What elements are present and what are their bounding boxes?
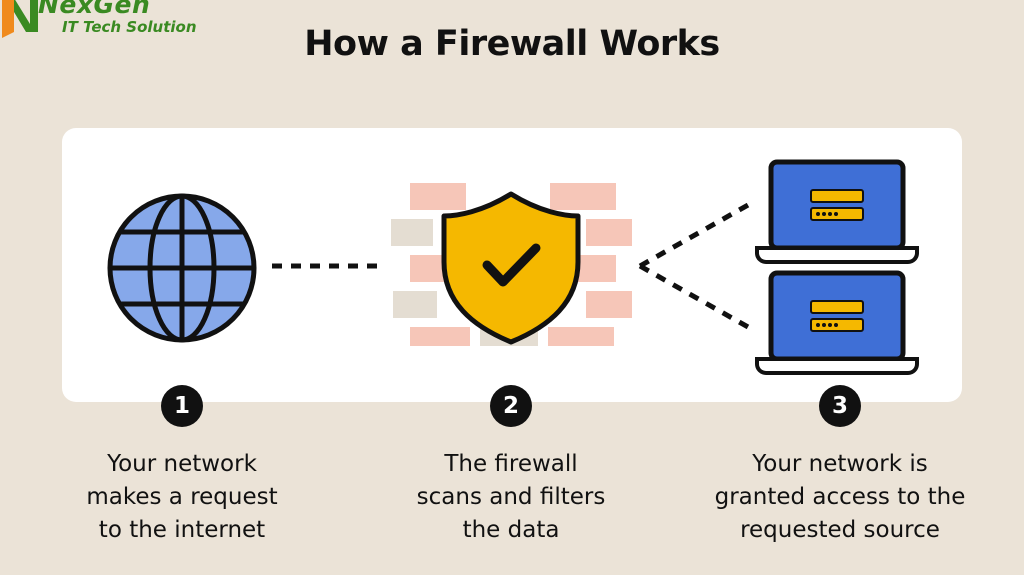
step-1-line-3: to the internet	[98, 517, 266, 543]
step-3-badge: 3	[819, 385, 861, 427]
step-3-line-3: requested source	[740, 517, 940, 543]
step-3-description: Your network is granted access to the re…	[690, 448, 990, 547]
brick-wall-icon	[391, 183, 632, 346]
step-2-line-1: The firewall	[444, 451, 578, 477]
shield-check-icon	[441, 191, 581, 345]
connection-line	[638, 263, 750, 330]
step-1-line-2: makes a request	[86, 484, 278, 510]
brand-name: NexGen	[38, 0, 151, 19]
step-1-line-1: Your network	[107, 451, 257, 477]
nexgen-logo-icon	[2, 0, 38, 38]
laptop-icon	[755, 270, 919, 375]
laptop-icon	[755, 159, 919, 264]
globe-icon	[107, 193, 257, 343]
step-3-line-1: Your network is	[752, 451, 928, 477]
page-title: How a Firewall Works	[304, 24, 720, 64]
step-1-description: Your network makes a request to the inte…	[32, 448, 332, 547]
step-2-line-2: scans and filters	[416, 484, 606, 510]
brand-tagline: IT Tech Solution	[62, 18, 197, 36]
brand-logo: NexGen IT Tech Solution	[0, 0, 240, 40]
step-2-badge: 2	[490, 385, 532, 427]
connection-line	[638, 202, 750, 269]
step-2-line-3: the data	[462, 517, 560, 543]
step-3-line-2: granted access to the	[714, 484, 966, 510]
step-2-description: The firewall scans and filters the data	[361, 448, 661, 547]
step-1-badge: 1	[161, 385, 203, 427]
